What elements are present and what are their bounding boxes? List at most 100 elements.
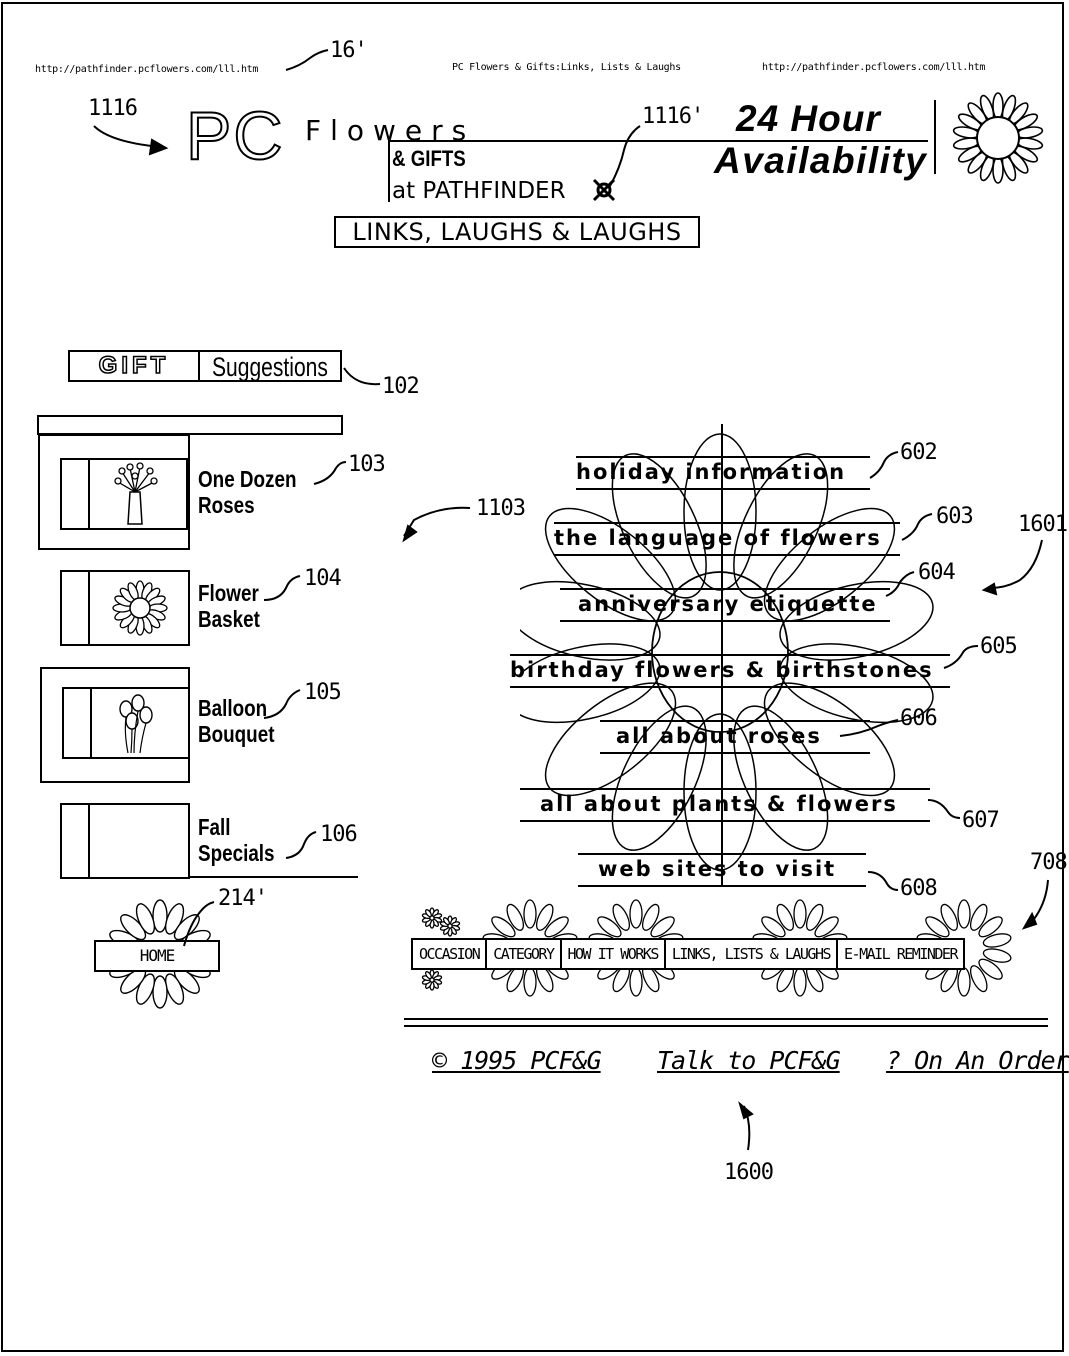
thumb-frame	[60, 570, 190, 646]
nav-links-lists-laughs[interactable]: LINKS, LISTS & LAUGHS	[666, 940, 839, 968]
flower-icon	[112, 580, 168, 636]
petal	[164, 903, 185, 935]
availability-divider	[934, 100, 936, 174]
ref-607: 607	[962, 808, 1000, 833]
ref-1116: 1116	[88, 96, 138, 121]
petal	[761, 916, 786, 938]
petal	[978, 916, 1003, 938]
petal	[763, 682, 896, 797]
menu-rule	[520, 788, 930, 790]
sidebar-item-roses[interactable]	[38, 434, 190, 550]
petal	[164, 973, 185, 1005]
nav-category[interactable]: CATEGORY	[487, 940, 562, 968]
ref-1600: 1600	[724, 1160, 774, 1185]
petal	[982, 948, 1012, 963]
order-question-link[interactable]: ? On An Order	[886, 1046, 1069, 1075]
ref-604: 604	[918, 560, 956, 585]
gift-label-cell: GIFT	[70, 351, 200, 380]
petal	[957, 899, 971, 929]
menu-link-all-about-plants-flowers[interactable]: all about plants & flowers	[540, 792, 898, 816]
roses-line1: One Dozen	[198, 466, 297, 492]
petal	[805, 903, 824, 931]
gift-label: GIFT	[98, 351, 170, 380]
sidebar-item-balloons-label[interactable]: Balloon Bouquet	[198, 695, 274, 747]
basket-line2: Basket	[198, 606, 260, 632]
petal	[544, 916, 569, 938]
availability-line1: 24 Hour	[736, 98, 881, 139]
ref-105: 105	[304, 680, 342, 705]
menu-link-holiday-information[interactable]: holiday information	[576, 460, 847, 484]
balloons-line2: Bouquet	[198, 721, 275, 747]
ref-708: 708	[1030, 850, 1068, 875]
home-button[interactable]: HOME	[94, 940, 220, 972]
nav-email-reminder[interactable]: E-MAIL REMINDER	[844, 945, 958, 963]
sidebar-item-basket-label[interactable]: Flower Basket	[198, 580, 260, 632]
menu-rule	[576, 456, 870, 458]
menu-link-anniversary-etiquette[interactable]: anniversary etiquette	[578, 592, 878, 616]
availability-line2: Availability	[714, 140, 928, 181]
fall-line1: Fall	[198, 814, 231, 840]
sidebar-item-fall-label[interactable]: Fall Specials	[198, 814, 275, 866]
footer-rule-2	[404, 1025, 1048, 1027]
menu-rule	[576, 488, 870, 490]
thumb-frame	[60, 458, 188, 530]
menu-link-all-about-roses[interactable]: all about roses	[616, 724, 822, 748]
talk-link[interactable]: Talk to PCF&G	[657, 1046, 841, 1075]
menu-link-birthday-flowers-birthstones[interactable]: birthday flowers & birthstones	[510, 658, 934, 682]
petal	[491, 916, 516, 938]
sidebar-item-roses-label[interactable]: One Dozen Roses	[198, 466, 297, 518]
daisy-logo-icon	[952, 92, 1044, 184]
logo-rule	[388, 140, 928, 142]
ref-603: 603	[936, 504, 974, 529]
sidebar-rule	[190, 876, 358, 878]
balloons-line1: Balloon	[198, 695, 268, 721]
sidebar-scroll-bar[interactable]	[37, 415, 343, 435]
thumb-frame	[60, 803, 190, 879]
petal	[611, 453, 707, 599]
petal	[733, 705, 829, 851]
petal	[120, 914, 147, 941]
nav-how-it-works[interactable]: HOW IT WORKS	[562, 940, 666, 968]
petal	[629, 899, 643, 929]
ref-602: 602	[900, 440, 938, 465]
menu-rule	[554, 522, 900, 524]
logo-pc[interactable]: PC	[185, 98, 285, 174]
petal	[424, 971, 432, 980]
copyright-link[interactable]: © 1995 PCF&G	[432, 1046, 602, 1075]
sidebar-item-balloons[interactable]	[40, 667, 190, 783]
suggestions-cell: Suggestions	[200, 352, 340, 381]
gift-suggestions-header[interactable]: GIFT Suggestions	[68, 350, 342, 382]
menu-rule	[510, 654, 950, 656]
roses-line2: Roses	[198, 492, 255, 518]
ref-1601: 1601	[1018, 512, 1068, 537]
petal	[925, 916, 950, 938]
petal	[152, 899, 168, 933]
petal	[135, 973, 156, 1005]
menu-rule	[578, 853, 866, 855]
menu-link-web-sites-to-visit[interactable]: web sites to visit	[598, 857, 837, 881]
petal	[611, 705, 707, 851]
petal	[779, 643, 934, 724]
petal	[940, 903, 959, 931]
petal	[763, 507, 896, 622]
ref-605: 605	[980, 634, 1018, 659]
sidebar-item-fall[interactable]	[60, 803, 190, 879]
menu-link-language-of-flowers[interactable]: the language of flowers	[554, 526, 882, 550]
suggestions-label: Suggestions	[212, 352, 328, 381]
petal	[978, 958, 1003, 980]
nav-occasion[interactable]: OCCASION	[413, 940, 488, 968]
sidebar-item-basket[interactable]	[60, 570, 190, 646]
rose-vase-icon	[114, 462, 158, 525]
ref-606: 606	[900, 706, 938, 731]
fall-line2: Specials	[198, 840, 275, 866]
ref-106: 106	[320, 822, 358, 847]
ref-102: 102	[382, 374, 420, 399]
url-left: http://pathfinder.pcflowers.com/lll.htm	[35, 64, 259, 75]
menu-rule	[600, 720, 870, 722]
ref-608: 608	[900, 876, 938, 901]
petal	[597, 916, 622, 938]
petal	[650, 916, 675, 938]
ref-103: 103	[348, 452, 386, 477]
petal	[544, 507, 677, 622]
balloon-icon	[119, 694, 153, 754]
